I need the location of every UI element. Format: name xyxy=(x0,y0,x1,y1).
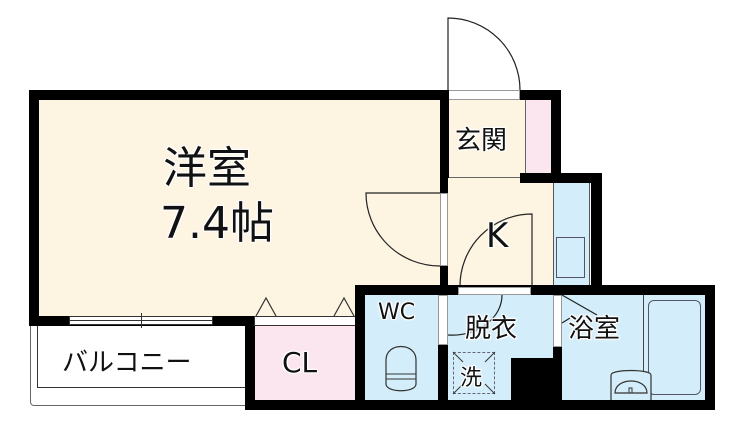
closet-folding-door-icon xyxy=(255,296,355,317)
kitchen-sink xyxy=(556,237,585,278)
wall-kitchen-step xyxy=(520,173,602,183)
entrance xyxy=(448,100,525,177)
wall-closet-left xyxy=(245,316,255,410)
bathroom-label: 浴室 xyxy=(568,314,621,344)
entrance-step-line xyxy=(448,177,525,178)
toilet-room xyxy=(365,295,438,400)
wall-wet-top xyxy=(355,285,715,295)
wall-entrance-right xyxy=(551,90,561,183)
washbasin-icon xyxy=(610,369,652,400)
kitchen-label: K xyxy=(486,216,509,256)
bath-door-icon xyxy=(561,294,598,324)
window-divider xyxy=(141,313,142,328)
laundry-label: 洗 xyxy=(460,366,483,391)
dressing-door-opening[interactable] xyxy=(458,287,531,295)
bathroom-partition xyxy=(643,295,644,400)
entrance-label: 玄関 xyxy=(455,126,508,156)
wall-wet-left xyxy=(355,285,365,410)
wall-left-western xyxy=(29,90,39,326)
wall-top-western xyxy=(29,90,448,100)
kitchen xyxy=(448,178,554,286)
western-room-size: 7.4帖 xyxy=(160,198,274,249)
wall-wc-right xyxy=(438,295,448,400)
wall-closet-bottom xyxy=(245,400,715,410)
western-room-door-opening[interactable] xyxy=(440,193,448,266)
western-room-name: 洋室 xyxy=(163,143,251,194)
closet-door-track[interactable] xyxy=(254,316,358,326)
balcony-label: バルコニー xyxy=(62,348,192,378)
dressing-room-label: 脱衣 xyxy=(465,314,518,344)
wall-entrance-top-right xyxy=(520,90,561,100)
washing-machine-space xyxy=(453,352,495,394)
bath-door-opening[interactable] xyxy=(553,295,562,347)
entrance-door-icon xyxy=(447,17,521,91)
kitchen-door-icon xyxy=(459,213,533,288)
wc-door-opening[interactable] xyxy=(438,295,448,345)
wall-bath-left xyxy=(553,295,562,400)
toilet-icon xyxy=(385,346,417,392)
closet-label: CL xyxy=(282,346,318,379)
dressing-door-icon xyxy=(447,294,503,336)
shoe-cabinet xyxy=(525,100,552,173)
wall-wet-right xyxy=(705,285,715,410)
toilet-label: WC xyxy=(378,300,416,325)
wall-kitchen-right xyxy=(591,173,602,295)
western-room-door-icon xyxy=(365,192,441,267)
washing-machine-corner-marks xyxy=(452,351,496,395)
closet xyxy=(255,326,358,400)
kitchen-counter xyxy=(553,183,590,286)
bathtub-icon xyxy=(648,300,701,395)
